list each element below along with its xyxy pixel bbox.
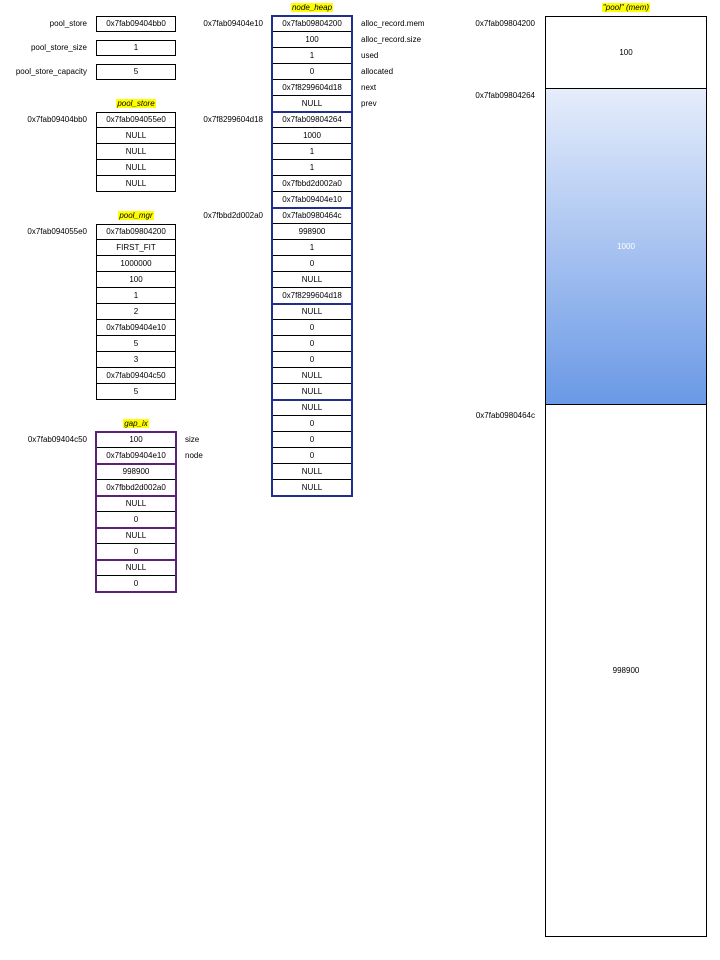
node-heap-cell: NULL	[272, 480, 352, 496]
pool-store-cell: NULL	[96, 160, 176, 176]
node-heap-address: 0x7f8299604d18	[203, 115, 263, 124]
node-heap-cell: NULL	[272, 384, 352, 400]
gap-ix-field-label: size	[185, 435, 200, 444]
pool-mgr-cell: 5	[96, 384, 176, 400]
pool-mem-title: "pool" (mem)	[601, 3, 651, 12]
pool-mgr-address: 0x7fab094055e0	[27, 227, 87, 236]
pool-var-label: pool_store_size	[30, 43, 87, 52]
pool-mgr-title: pool_mgr	[118, 211, 154, 220]
pool-var-value: 0x7fab09404bb0	[96, 16, 176, 32]
node-heap-cell: NULL	[272, 400, 352, 416]
pool-mgr-cell: 0x7fab09404c50	[96, 368, 176, 384]
node-heap-cell: 0x7fbbd2d002a0	[272, 176, 352, 192]
node-heap-cell: 1	[272, 48, 352, 64]
pool-mem-block: 100	[545, 16, 707, 89]
node-field-label: prev	[361, 99, 377, 108]
node-field-label: alloc_record.size	[361, 35, 422, 44]
node-heap-cell: 0x7fab09804264	[272, 112, 352, 128]
pool-mgr-cell: FIRST_FIT	[96, 240, 176, 256]
node-field-label: allocated	[361, 67, 394, 76]
node-heap-cell: NULL	[272, 304, 352, 320]
node-field-label: alloc_record.mem	[361, 19, 425, 28]
pool-mem-address: 0x7fab0980464c	[475, 411, 535, 420]
node-heap-cell: 0	[272, 256, 352, 272]
node-heap-cell: 0	[272, 432, 352, 448]
node-heap-cell: NULL	[272, 272, 352, 288]
pool-store-cell: 0x7fab094055e0	[96, 112, 176, 128]
gap-ix-cell: NULL	[96, 528, 176, 544]
node-field-label: used	[361, 51, 379, 60]
pool-store-cell: NULL	[96, 176, 176, 192]
node-heap-cell: NULL	[272, 368, 352, 384]
node-heap-cell: 1	[272, 144, 352, 160]
pool-var-value: 1	[96, 40, 176, 56]
node-heap-cell: 0	[272, 416, 352, 432]
node-heap-title: node_heap	[290, 3, 334, 12]
node-heap-cell: 998900	[272, 224, 352, 240]
node-field-label: next	[361, 83, 377, 92]
node-heap-cell: NULL	[272, 96, 352, 112]
pool-store-cell: NULL	[96, 128, 176, 144]
node-heap-address: 0x7fab09404e10	[203, 19, 263, 28]
pool-mem-block-size: 998900	[612, 666, 640, 675]
pool-mem-block-size: 1000	[617, 242, 635, 251]
gap-ix-cell: 0x7fab09404e10	[96, 448, 176, 464]
pool-mgr-cell: 0x7fab09404e10	[96, 320, 176, 336]
pool-var-label: pool_store	[49, 19, 87, 28]
pool-var-label: pool_store_capacity	[15, 67, 87, 76]
node-heap-cell: 0	[272, 320, 352, 336]
node-heap-cell: 0	[272, 64, 352, 80]
node-heap-cell: 1	[272, 160, 352, 176]
node-heap-cell: 0x7f8299604d18	[272, 80, 352, 96]
gap-ix-field-label: node	[185, 451, 203, 460]
gap-ix-cell: 0x7fbbd2d002a0	[96, 480, 176, 496]
pool-mgr-cell: 5	[96, 336, 176, 352]
pool-mgr-cell: 2	[96, 304, 176, 320]
pool-mgr-cell: 100	[96, 272, 176, 288]
node-heap-cell: 1	[272, 240, 352, 256]
pool-mem-address: 0x7fab09804200	[475, 19, 535, 28]
pool-store-address: 0x7fab09404bb0	[27, 115, 87, 124]
gap-ix-cell: 0	[96, 512, 176, 528]
node-heap-cell: NULL	[272, 464, 352, 480]
gap-ix-title: gap_ix	[123, 419, 149, 428]
node-heap-cell: 0x7fab09404e10	[272, 192, 352, 208]
node-heap-cell: 0	[272, 448, 352, 464]
node-heap-cell: 0	[272, 352, 352, 368]
node-heap-cell: 0x7fab09804200	[272, 16, 352, 32]
node-heap-cell: 100	[272, 32, 352, 48]
gap-ix-cell: 0	[96, 544, 176, 560]
node-heap-cell: 0	[272, 336, 352, 352]
gap-ix-cell: 0	[96, 576, 176, 592]
pool-mem-block-size: 100	[619, 48, 633, 57]
pool-mem-block: 1000	[545, 88, 707, 405]
pool-mem-address: 0x7fab09804264	[475, 91, 535, 100]
gap-ix-cell: 100	[96, 432, 176, 448]
pool-mgr-cell: 0x7fab09804200	[96, 224, 176, 240]
node-heap-cell: 1000	[272, 128, 352, 144]
node-heap-cell: 0x7fab0980464c	[272, 208, 352, 224]
pool-mgr-cell: 3	[96, 352, 176, 368]
gap-ix-cell: NULL	[96, 560, 176, 576]
node-heap-address: 0x7fbbd2d002a0	[203, 211, 263, 220]
gap-ix-cell: NULL	[96, 496, 176, 512]
pool-mgr-cell: 1000000	[96, 256, 176, 272]
node-heap-cell: 0x7f8299604d18	[272, 288, 352, 304]
gap-ix-cell: 998900	[96, 464, 176, 480]
pool-var-value: 5	[96, 64, 176, 80]
pool-mem-block: 998900	[545, 404, 707, 937]
pool-store-title: pool_store	[116, 99, 156, 108]
pool-store-cell: NULL	[96, 144, 176, 160]
gap-ix-address: 0x7fab09404c50	[27, 435, 87, 444]
pool-mgr-cell: 1	[96, 288, 176, 304]
